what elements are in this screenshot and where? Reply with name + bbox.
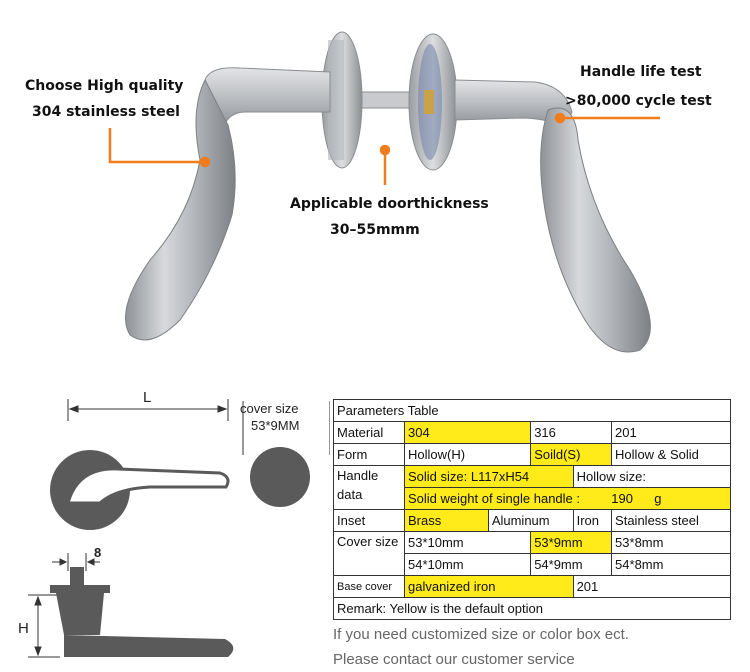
left-lever-blade [125,78,236,341]
inset-option-stainless: Stainless steel [611,509,731,532]
form-label: Form [333,443,405,466]
solid-weight: Solid weight of single handle : 190 g [404,487,731,510]
material-option-316: 316 [530,421,613,444]
product-photo [108,31,660,353]
cover-size-label: cover size [240,401,299,416]
inset-option-aluminum: Aluminum [487,509,574,532]
material-option-201: 201 [611,421,731,444]
material-option-304: 304 [403,421,532,444]
length-label: L [143,389,152,406]
custom-note-line2: Please contact our customer service [333,651,575,668]
cover-size-54x9: 54*9mm [530,553,613,576]
cover-size-value: 53*9MM [251,418,300,433]
remark: Remark: Yellow is the default option [333,597,731,620]
cover-circle [250,447,310,507]
technical-drawing [28,399,330,658]
door-thickness-callout-line2: 30–55mmm [330,222,420,238]
table-row: Cover size 53*10mm 53*9mm 53*8mm [333,531,731,576]
base-cover-galvanized: galvanized iron [404,575,574,598]
height-label: H [18,620,29,637]
parameters-table: Parameters Table Material 304 316 201 Fo… [333,399,732,620]
table-row: Handle data Solid size: L117xH54 Hollow … [333,465,732,510]
material-callout-line1: Choose High quality [25,78,184,94]
lever-side-view [64,635,234,657]
neck-side-view [56,593,104,635]
width-label: 8 [94,545,102,560]
base-cover-label: Base cover [333,575,405,598]
hollow-size: Hollow size: [572,465,732,488]
lever-top-view [66,467,230,505]
cover-size-54x8: 54*8mm [611,553,731,576]
form-option-hollow: Hollow(H) [403,443,532,466]
life-test-callout-line1: Handle life test [580,64,702,80]
inset-option-iron: Iron [572,509,613,532]
table-row: Inset Brass Aluminum Iron Stainless stee… [333,509,731,532]
table-row: Solid weight of single handle : 190 g [334,487,731,510]
solid-weight-unit: g [654,491,662,506]
form-option-hollow-solid: Hollow & Solid [611,443,731,466]
table-row: Remark: Yellow is the default option [333,597,731,620]
solid-weight-label: Solid weight of single handle : [408,491,581,506]
cover-size-53x10: 53*10mm [403,531,532,554]
rose-side-view [50,585,110,593]
material-label: Material [333,421,405,444]
solid-weight-value: 190 [611,491,633,506]
door-thickness-callout-line1: Applicable doorthickness [290,196,489,212]
table-row: Form Hollow(H) Soild(S) Hollow & Solid [333,443,731,466]
inset-label: Inset [333,509,405,532]
table-title: Parameters Table [333,399,731,422]
base-cover-201: 201 [572,575,732,598]
table-row: Material 304 316 201 [333,421,731,444]
form-option-solid: Soild(S) [530,443,613,466]
material-callout-line2: 304 stainless steel [32,104,180,120]
custom-note-line1: If you need customized size or color box… [333,626,629,643]
cover-size-54x10: 54*10mm [403,553,532,576]
spindle-side-view [70,567,84,585]
table-row: Base cover galvanized iron 201 [333,575,732,598]
solid-size: Solid size: L117xH54 [404,465,574,488]
right-lever-blade [540,107,651,353]
cover-size-row-label: Cover size [333,531,405,576]
callout-lines [108,112,660,185]
table-row: 54*10mm 54*9mm 54*8mm [334,553,731,576]
life-test-callout-line2: >80,000 cycle test [565,93,712,109]
door-handle-image [108,31,660,353]
inset-option-brass: Brass [404,509,489,532]
cover-size-53x8: 53*8mm [611,531,731,554]
cover-size-53x9: 53*9mm [530,531,613,554]
handle-data-label: Handle data [333,465,405,510]
